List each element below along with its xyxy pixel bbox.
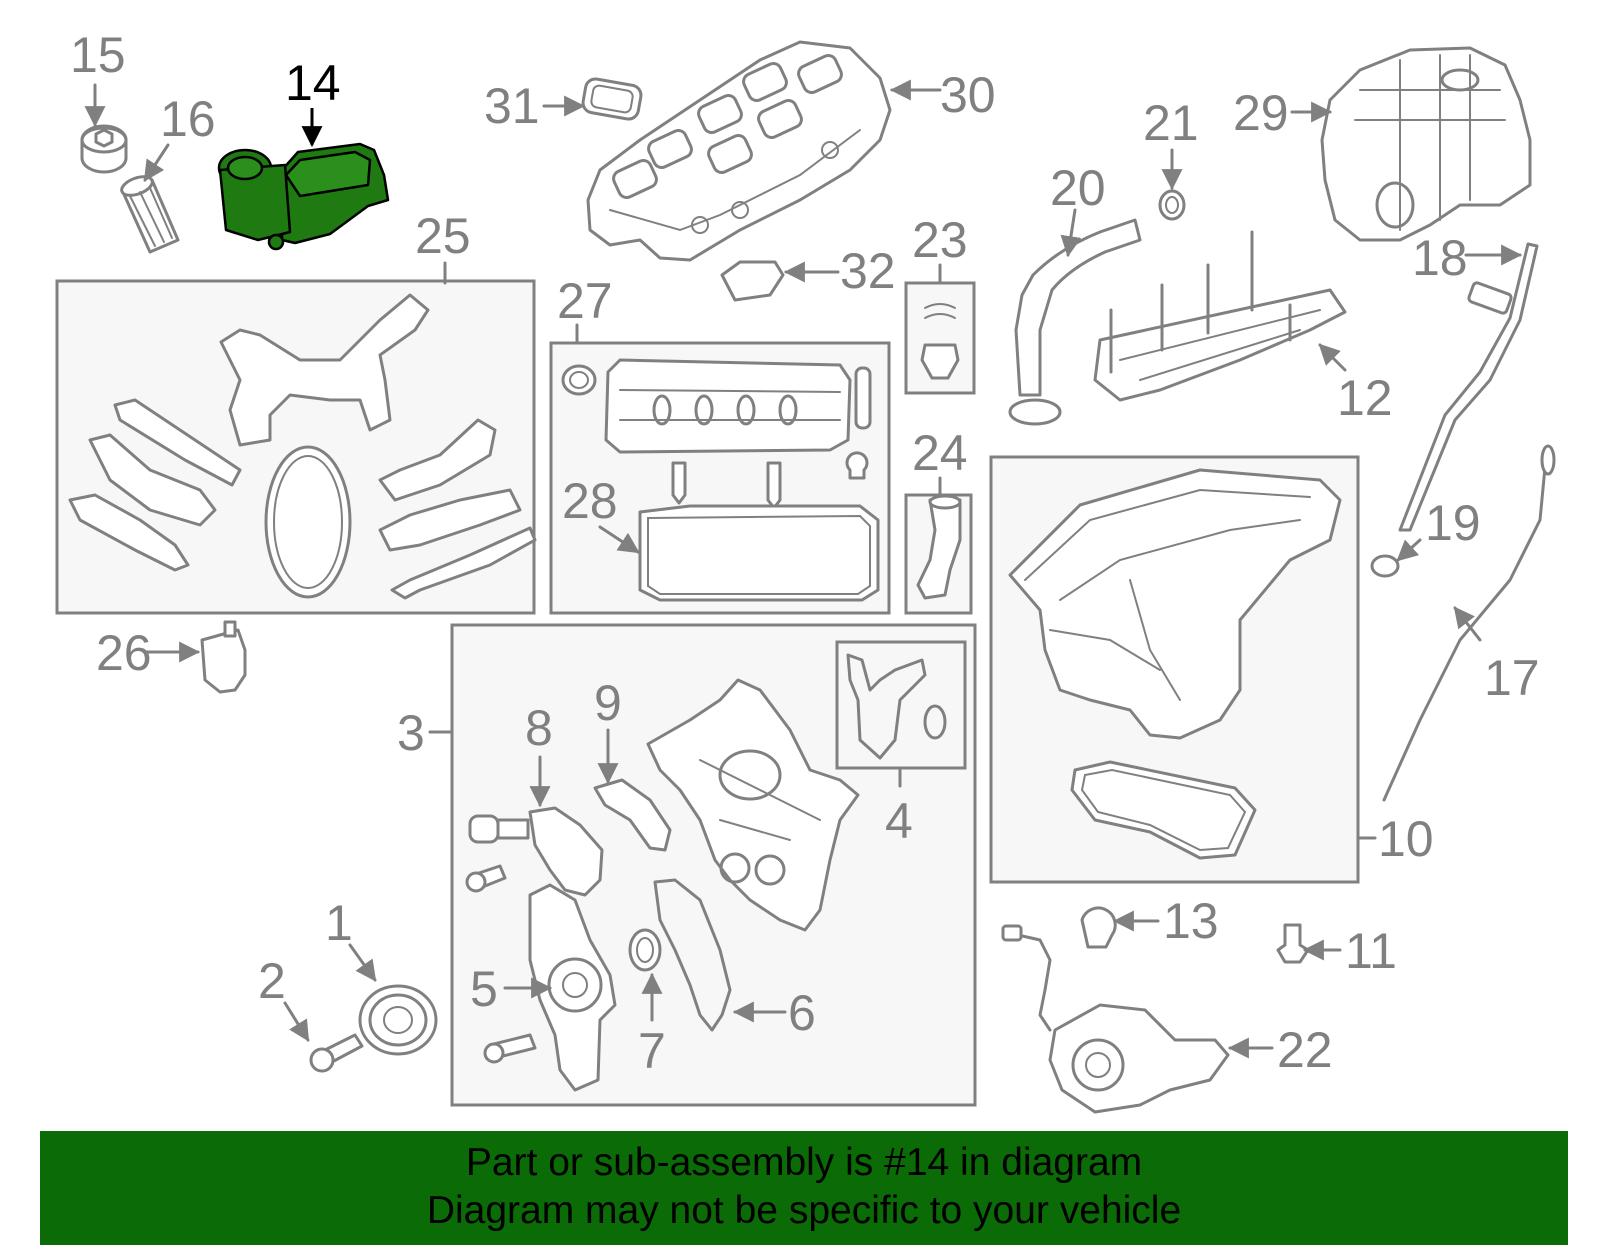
callout-8: 8 — [525, 700, 553, 756]
dipstick-17[interactable] — [1382, 444, 1556, 802]
oil-pump-22[interactable] — [1001, 924, 1230, 1114]
o-ring-21[interactable] — [1158, 189, 1186, 221]
callout-17: 17 — [1484, 650, 1540, 706]
callout-16: 16 — [160, 91, 216, 147]
intake-manifold-30[interactable] — [586, 40, 892, 262]
callout-10: 10 — [1378, 811, 1434, 867]
callout-1: 1 — [325, 895, 353, 951]
bolt-11[interactable] — [1276, 923, 1310, 964]
water-pump-housing-5[interactable] — [483, 883, 617, 1092]
oil-filter-element-16[interactable] — [119, 173, 180, 254]
water-pump-8[interactable] — [465, 806, 604, 897]
callout-labels: 15 16 14 31 30 32 29 21 20 18 12 19 17 1… — [70, 27, 1540, 1079]
callout-4: 4 — [885, 793, 913, 849]
callout-13: 13 — [1163, 893, 1219, 949]
callout-3: 3 — [397, 705, 425, 761]
callout-11: 11 — [1345, 923, 1397, 979]
timing-chain-kit-25[interactable] — [68, 293, 537, 600]
callout-21: 21 — [1143, 95, 1199, 151]
valve-cover-gasket-28[interactable] — [638, 504, 880, 602]
group-box-4 — [835, 640, 967, 770]
banner-line-2: Diagram may not be specific to your vehi… — [426, 1189, 1182, 1232]
chain-tensioner-26[interactable] — [200, 620, 247, 694]
callout-25: 25 — [415, 208, 471, 264]
callout-24: 24 — [912, 425, 968, 481]
callout-27: 27 — [557, 273, 613, 329]
timing-cover-3[interactable] — [646, 678, 860, 932]
plug-13[interactable] — [1080, 906, 1117, 949]
callout-12: 12 — [1337, 370, 1393, 426]
oil-filter-cap-15[interactable] — [80, 124, 128, 174]
callout-2: 2 — [258, 953, 286, 1009]
callout-29: 29 — [1233, 85, 1289, 141]
callout-23: 23 — [912, 212, 968, 268]
callout-5: 5 — [470, 961, 498, 1017]
bolt-2[interactable] — [309, 1033, 364, 1073]
banner-line-1: Part or sub-assembly is #14 in diagram — [465, 1141, 1143, 1184]
intake-gasket-32[interactable] — [720, 260, 785, 302]
timing-cover-gasket-4[interactable] — [846, 653, 947, 760]
oil-filter-housing-14[interactable] — [217, 142, 390, 251]
valve-cover-27[interactable] — [561, 358, 872, 510]
intake-manifold-upper-29[interactable] — [1320, 46, 1532, 242]
callout-26: 26 — [96, 625, 152, 681]
callout-6: 6 — [788, 985, 816, 1041]
o-ring-19[interactable] — [1370, 554, 1400, 578]
oil-fill-tube-24[interactable] — [916, 494, 962, 600]
callout-9: 9 — [594, 675, 622, 731]
callout-18: 18 — [1412, 230, 1468, 286]
pulley-1[interactable] — [358, 984, 438, 1056]
callout-14: 14 — [285, 55, 341, 111]
info-banner: Part or sub-assembly is #14 in diagram D… — [40, 1131, 1568, 1245]
breather-part-23[interactable] — [920, 303, 960, 380]
dipstick-tube-18[interactable] — [1398, 242, 1539, 532]
callout-7: 7 — [638, 1023, 666, 1079]
callout-31: 31 — [484, 78, 540, 134]
gasket-9[interactable] — [593, 778, 672, 852]
callout-32: 32 — [840, 243, 896, 299]
oil-pan-10[interactable] — [1008, 468, 1342, 860]
callout-30: 30 — [940, 67, 996, 123]
callout-15: 15 — [70, 27, 126, 83]
callout-28: 28 — [562, 473, 618, 529]
gasket-6[interactable] — [653, 878, 732, 1032]
callout-22: 22 — [1277, 1022, 1333, 1078]
seal-7[interactable] — [628, 928, 662, 972]
leader-lines — [84, 79, 1523, 1059]
windage-tray-12[interactable] — [1093, 230, 1347, 402]
callout-19: 19 — [1425, 495, 1481, 551]
intake-gasket-31[interactable] — [581, 77, 643, 121]
callout-20: 20 — [1050, 160, 1106, 216]
